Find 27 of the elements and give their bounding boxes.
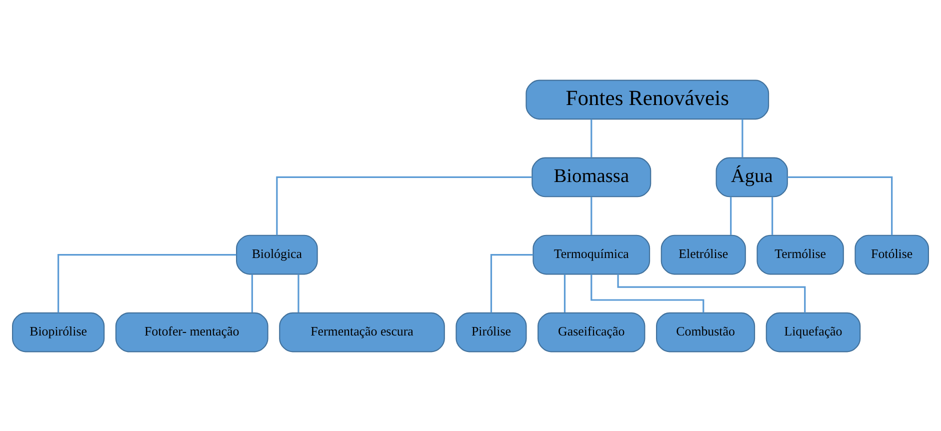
connector (772, 196, 774, 234)
node-box: Termoquímica (532, 234, 650, 274)
connector (564, 274, 566, 312)
connector (276, 176, 532, 235)
connector (298, 274, 300, 312)
node-box: Eletrólise (660, 234, 746, 274)
connector (251, 274, 253, 312)
node-box: Gaseificação (538, 312, 646, 352)
node-box: Liquefação (766, 312, 861, 352)
connector (590, 196, 592, 234)
node-box: Biológica (236, 234, 318, 274)
node-box: Combustão (656, 312, 756, 352)
connector (590, 118, 592, 157)
node-box: Biopirólise (12, 312, 105, 352)
connector (788, 176, 893, 235)
node-box: Água (716, 156, 788, 197)
node-box: Fontes Renováveis (526, 79, 770, 120)
node-box: Biomassa (532, 156, 652, 197)
connector (730, 196, 732, 234)
node-box: Pirólise (456, 312, 527, 352)
connector (490, 253, 534, 312)
node-box: Fotólise (854, 234, 929, 274)
connector (742, 118, 744, 157)
node-box: Fermentação escura (279, 312, 445, 352)
connector (58, 253, 236, 312)
node-box: Fotofer- mentação (115, 312, 268, 352)
node-box: Termólise (756, 234, 844, 274)
